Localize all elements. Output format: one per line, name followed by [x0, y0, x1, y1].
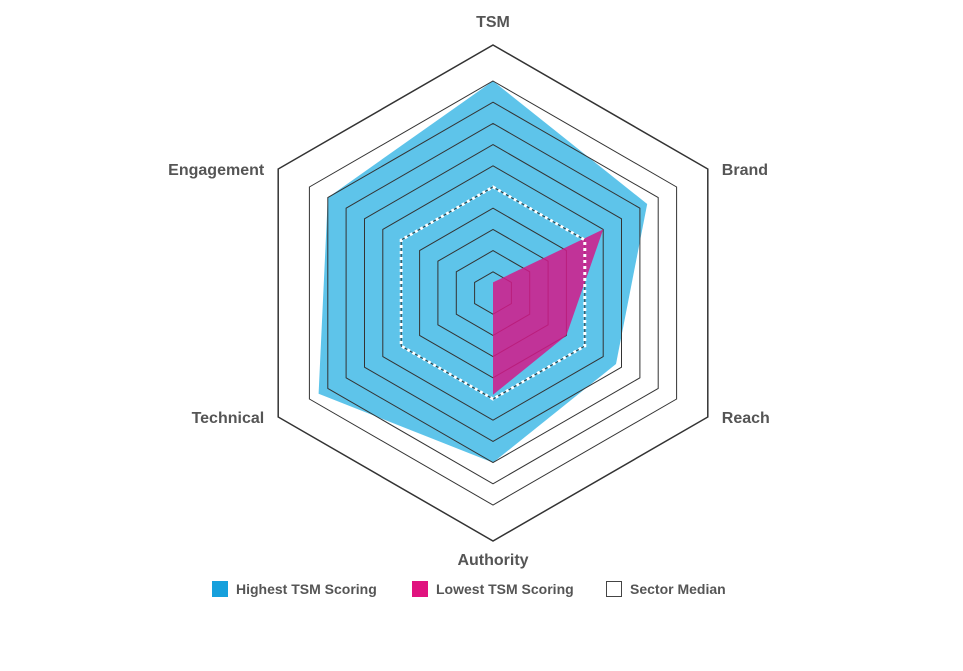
legend-item-lowest: Lowest TSM Scoring — [412, 578, 574, 600]
series-median-outline — [399, 185, 587, 401]
axis-label-reach: Reach — [722, 410, 770, 427]
legend-label-highest: Highest TSM Scoring — [236, 581, 377, 597]
grid-ring-9 — [327, 101, 659, 485]
legend-swatch-highest — [212, 581, 228, 597]
axis-label-tsm: TSM — [476, 14, 510, 31]
legend: Highest TSM Scoring Lowest TSM Scoring S… — [0, 578, 963, 602]
series-highest-area — [318, 81, 648, 463]
grid-ring-8 — [345, 122, 641, 464]
axis-label-brand: Brand — [722, 162, 768, 179]
series-lowest-area — [493, 229, 604, 395]
grid-ring-10 — [308, 80, 678, 506]
axis-label-engagement: Engagement — [168, 162, 265, 179]
radar-outer-frame — [277, 44, 709, 542]
legend-item-highest: Highest TSM Scoring — [212, 578, 377, 600]
legend-swatch-median — [606, 581, 622, 597]
grid-ring-7 — [364, 144, 622, 442]
axis-label-authority: Authority — [457, 552, 528, 569]
legend-item-median: Sector Median — [606, 578, 726, 600]
legend-label-lowest: Lowest TSM Scoring — [436, 581, 574, 597]
legend-label-median: Sector Median — [630, 581, 726, 597]
legend-swatch-lowest — [412, 581, 428, 597]
axis-label-technical: Technical — [192, 410, 265, 427]
